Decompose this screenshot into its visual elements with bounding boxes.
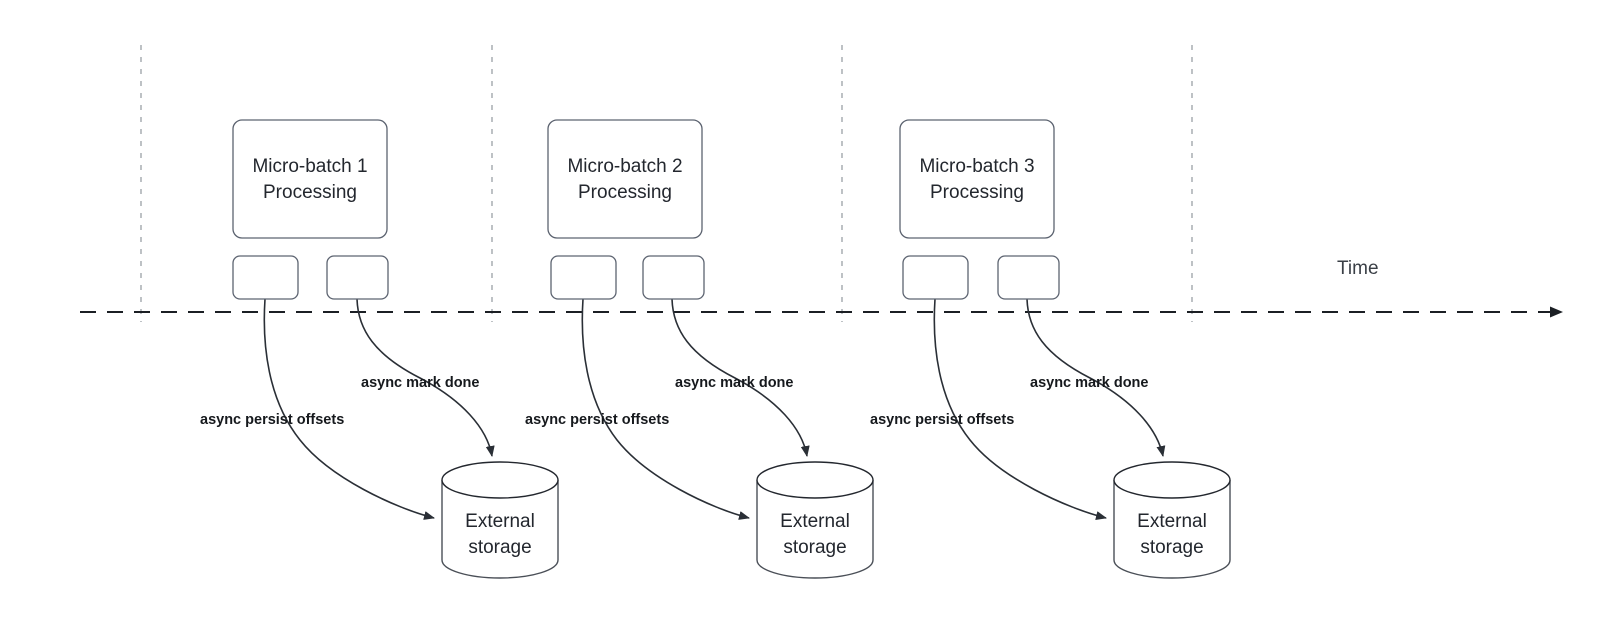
micro-batch-rect-3[interactable] bbox=[899, 119, 1055, 239]
time-axis-label: Time bbox=[1337, 258, 1379, 279]
task-box-1b[interactable] bbox=[326, 255, 389, 300]
storage-label-line1: External bbox=[1137, 511, 1207, 532]
micro-batch-box-1[interactable]: Micro-batch 1 Processing bbox=[232, 119, 388, 239]
edge-label-mark-done-1: async mark done bbox=[361, 375, 479, 391]
edge-persist-offsets-3 bbox=[933, 298, 1107, 520]
storage-label-line1: External bbox=[465, 511, 535, 532]
edge-persist-offsets-2 bbox=[581, 298, 750, 520]
external-storage-1[interactable]: External storage bbox=[441, 461, 559, 579]
micro-batch-label-line2: Processing bbox=[930, 182, 1024, 203]
micro-batch-label-line2: Processing bbox=[578, 182, 672, 203]
edge-label-persist-offsets-3: async persist offsets bbox=[870, 412, 1014, 428]
storage-cylinder-top-1 bbox=[441, 461, 559, 499]
edge-mark-done-2 bbox=[671, 298, 810, 457]
micro-batch-rect-1[interactable] bbox=[232, 119, 388, 239]
edge-label-mark-done-3: async mark done bbox=[1030, 375, 1148, 391]
group-1: Micro-batch 1 Processing External storag… bbox=[200, 119, 559, 579]
micro-batch-label-line1: Micro-batch 1 bbox=[252, 156, 367, 177]
task-box-3b[interactable] bbox=[997, 255, 1060, 300]
micro-batch-box-2[interactable]: Micro-batch 2 Processing bbox=[547, 119, 703, 239]
micro-batch-label-line2: Processing bbox=[263, 182, 357, 203]
storage-label-line2: storage bbox=[783, 537, 846, 558]
task-box-2a[interactable] bbox=[550, 255, 617, 300]
storage-cylinder-body-1 bbox=[441, 480, 559, 579]
group-3: Micro-batch 3 Processing External storag… bbox=[870, 119, 1231, 579]
micro-batch-rect-2[interactable] bbox=[547, 119, 703, 239]
edge-label-persist-offsets-2: async persist offsets bbox=[525, 412, 669, 428]
micro-batch-box-3[interactable]: Micro-batch 3 Processing bbox=[899, 119, 1055, 239]
separator-lines bbox=[140, 45, 1193, 322]
storage-cylinder-body-3 bbox=[1113, 480, 1231, 579]
edge-label-persist-offsets-1: async persist offsets bbox=[200, 412, 344, 428]
task-box-2b[interactable] bbox=[642, 255, 705, 300]
edge-label-mark-done-2: async mark done bbox=[675, 375, 793, 391]
storage-cylinder-top-2 bbox=[756, 461, 874, 499]
time-axis: Time bbox=[80, 258, 1563, 318]
external-storage-2[interactable]: External storage bbox=[756, 461, 874, 579]
task-box-1a[interactable] bbox=[232, 255, 299, 300]
storage-cylinder-top-3 bbox=[1113, 461, 1231, 499]
edge-mark-done-1 bbox=[356, 298, 495, 457]
edge-persist-offsets-1 bbox=[263, 298, 435, 520]
storage-cylinder-body-2 bbox=[756, 480, 874, 579]
storage-label-line2: storage bbox=[1140, 537, 1203, 558]
edge-mark-done-3 bbox=[1026, 298, 1166, 457]
storage-label-line2: storage bbox=[468, 537, 531, 558]
group-2: Micro-batch 2 Processing External storag… bbox=[525, 119, 874, 579]
micro-batch-label-line1: Micro-batch 3 bbox=[919, 156, 1034, 177]
external-storage-3[interactable]: External storage bbox=[1113, 461, 1231, 579]
micro-batch-label-line1: Micro-batch 2 bbox=[567, 156, 682, 177]
storage-label-line1: External bbox=[780, 511, 850, 532]
task-box-3a[interactable] bbox=[902, 255, 969, 300]
